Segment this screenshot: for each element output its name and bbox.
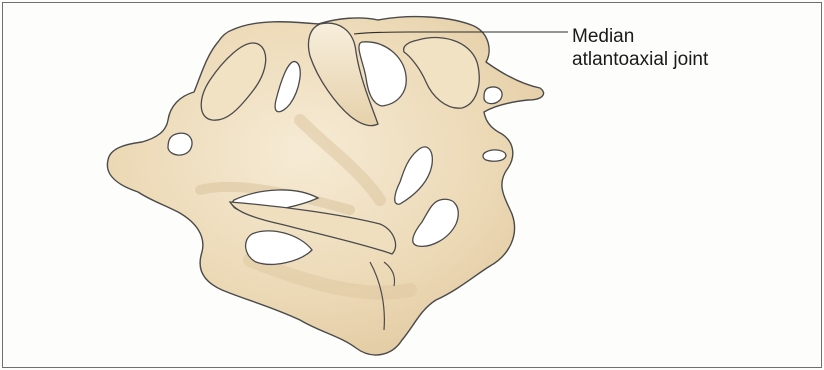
transverse-foramen-right [483,150,506,161]
transverse-foramen-left [168,133,192,155]
label-line-1: Median [572,25,708,48]
label-line-2: atlantoaxial joint [572,48,708,71]
median-atlantoaxial-joint-label: Median atlantoaxial joint [572,25,708,71]
right-upper-foramen [484,87,502,104]
